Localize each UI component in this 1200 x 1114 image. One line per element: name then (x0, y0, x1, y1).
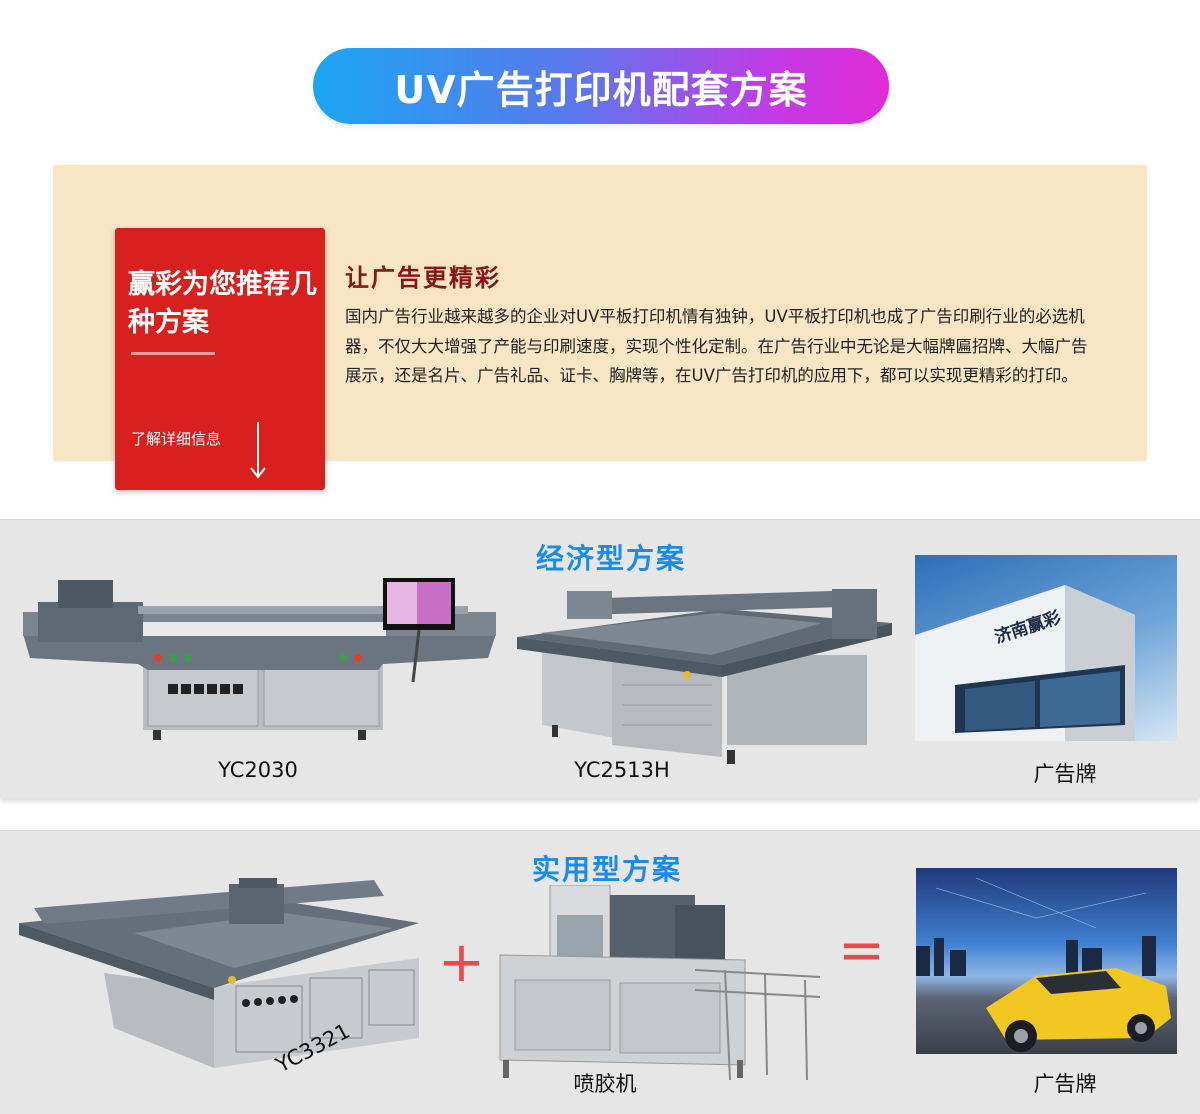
car-billboard-label: 广告牌 (1033, 1072, 1097, 1096)
intro-heading: 让广告更精彩 (345, 264, 501, 292)
arrow-down-icon (250, 422, 266, 479)
glue-machine-label: 喷胶机 (573, 1072, 637, 1096)
billboard-label: 广告牌 (1033, 762, 1097, 786)
intro-body: 国内广告行业越来越多的企业对UV平板打印机情有独钟，UV平板打印机也成了广告印刷… (345, 307, 1088, 385)
equals-sign: = (838, 918, 885, 983)
recommend-text: 赢彩为您推荐几种方案 (128, 269, 317, 338)
billboard-building-image[interactable]: 济南赢彩 (915, 555, 1177, 741)
more-info-link[interactable]: 了解详细信息 (131, 430, 222, 448)
recommend-card[interactable]: 赢彩为您推荐几种方案 了解详细信息 (115, 228, 325, 490)
plus-sign: + (438, 930, 485, 995)
yc2030-label: YC2030 (218, 758, 298, 782)
economy-title: 经济型方案 (536, 542, 687, 575)
page-title: UV广告打印机配套方案 (313, 48, 889, 124)
car-billboard-image[interactable] (916, 868, 1177, 1054)
divider (131, 352, 215, 355)
yc2030-printer-image[interactable] (18, 572, 498, 742)
yc3321-printer-image[interactable] (14, 878, 429, 1078)
practical-title: 实用型方案 (532, 853, 683, 886)
yc2513h-label: YC2513H (574, 758, 670, 782)
yc2513h-printer-image[interactable] (512, 585, 897, 765)
glue-machine-image[interactable] (495, 885, 825, 1080)
